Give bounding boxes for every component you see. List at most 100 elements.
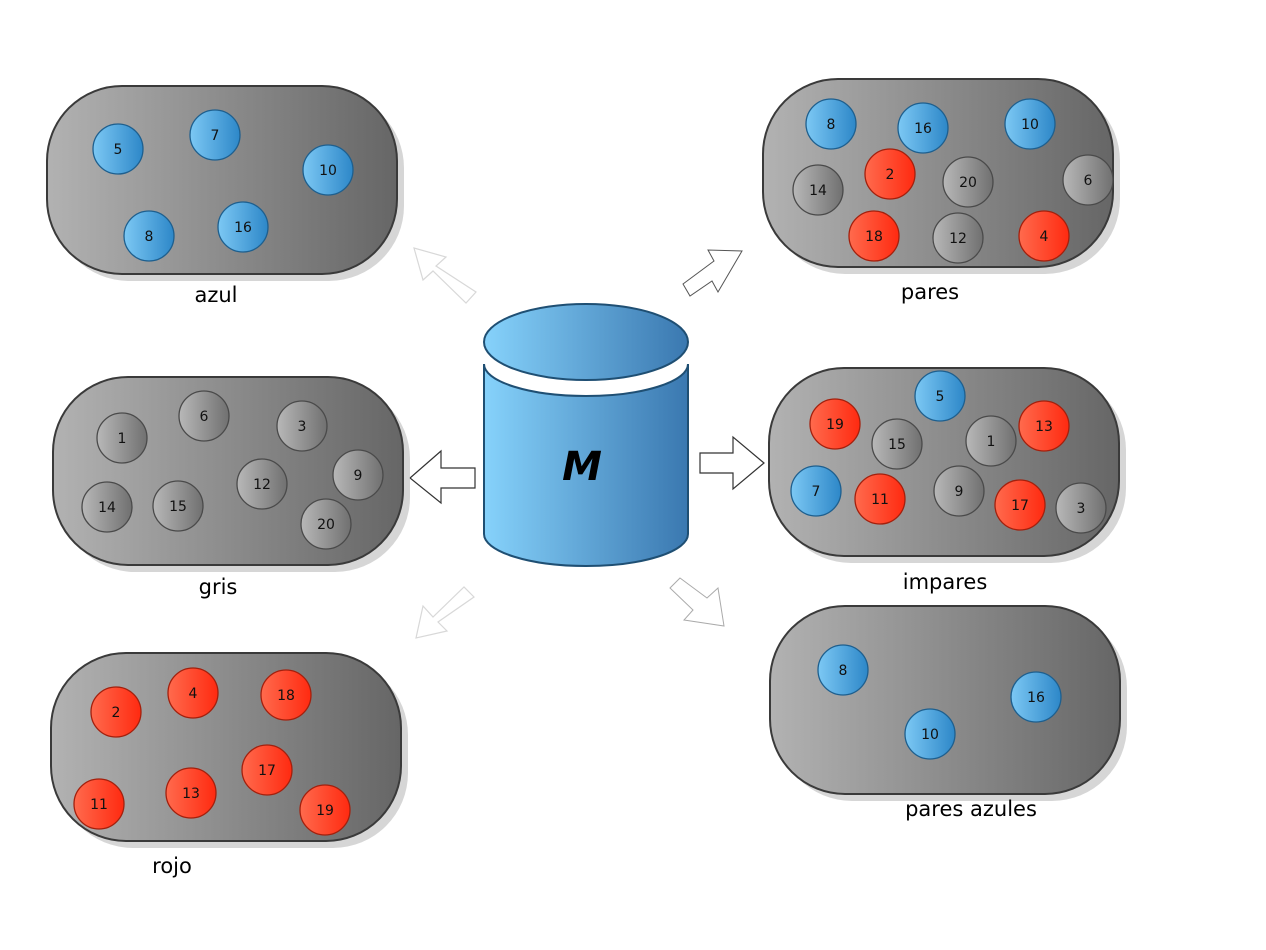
database-m: M bbox=[483, 303, 689, 567]
ball-number: 7 bbox=[812, 484, 821, 500]
ball-gray bbox=[933, 465, 985, 517]
ball-number: 19 bbox=[316, 803, 334, 819]
ball-number: 15 bbox=[169, 499, 187, 515]
ball-red bbox=[165, 767, 217, 819]
ball-red bbox=[854, 473, 906, 525]
ball-number: 7 bbox=[211, 128, 220, 144]
ball-number: 6 bbox=[200, 409, 209, 425]
ball-red bbox=[1018, 210, 1070, 262]
ball-number: 1 bbox=[987, 434, 996, 450]
set-azul: azul 5 7 10 8 16 bbox=[46, 85, 404, 307]
ball-number: 3 bbox=[1077, 501, 1086, 517]
ball-number: 2 bbox=[112, 705, 121, 721]
ball-blue bbox=[897, 102, 949, 154]
ball-number: 16 bbox=[914, 121, 932, 137]
ball-red bbox=[864, 148, 916, 200]
ball-blue bbox=[817, 644, 869, 696]
ball-number: 14 bbox=[98, 500, 116, 516]
set-label-pares: pares bbox=[901, 280, 959, 304]
ball-blue bbox=[123, 210, 175, 262]
ball-red bbox=[241, 744, 293, 796]
ball-number: 9 bbox=[354, 468, 363, 484]
ball-number: 12 bbox=[949, 231, 967, 247]
ball-blue bbox=[1010, 671, 1062, 723]
set-pares: pares 8 16 10 14 2 20 6 18 12 4 bbox=[762, 78, 1120, 304]
ball-number: 3 bbox=[298, 419, 307, 435]
set-label-azul: azul bbox=[194, 283, 237, 307]
ball-gray bbox=[792, 164, 844, 216]
arrow-to-impares-icon bbox=[699, 435, 765, 491]
set-label-rojo: rojo bbox=[152, 854, 192, 878]
ball-blue bbox=[189, 109, 241, 161]
ball-number: 15 bbox=[888, 437, 906, 453]
database-body bbox=[483, 363, 689, 567]
ball-gray bbox=[1055, 482, 1107, 534]
ball-number: 18 bbox=[865, 229, 883, 245]
ball-number: 8 bbox=[145, 229, 154, 245]
ball-number: 11 bbox=[90, 797, 108, 813]
ball-number: 4 bbox=[1040, 229, 1049, 245]
ball-number: 8 bbox=[839, 663, 848, 679]
ball-red bbox=[809, 398, 861, 450]
ball-number: 10 bbox=[921, 727, 939, 743]
ball-number: 9 bbox=[955, 484, 964, 500]
ball-red bbox=[167, 667, 219, 719]
ball-number: 1 bbox=[118, 431, 127, 447]
arrow-to-pares-azules-icon bbox=[669, 577, 725, 627]
ball-red bbox=[994, 479, 1046, 531]
ball-gray bbox=[81, 481, 133, 533]
ball-number: 16 bbox=[1027, 690, 1045, 706]
set-label-impares: impares bbox=[903, 570, 988, 594]
arrow-to-azul-icon bbox=[413, 247, 477, 304]
ball-number: 10 bbox=[1021, 117, 1039, 133]
ball-number: 13 bbox=[182, 786, 200, 802]
ball-blue bbox=[217, 201, 269, 253]
ball-number: 20 bbox=[317, 517, 335, 533]
ball-number: 4 bbox=[189, 686, 198, 702]
ball-number: 18 bbox=[277, 688, 295, 704]
ball-blue bbox=[92, 123, 144, 175]
ball-gray bbox=[965, 415, 1017, 467]
ball-number: 6 bbox=[1084, 173, 1093, 189]
ball-number: 2 bbox=[886, 167, 895, 183]
ball-red bbox=[848, 210, 900, 262]
ball-number: 17 bbox=[1011, 498, 1029, 514]
ball-gray bbox=[236, 458, 288, 510]
ball-gray bbox=[942, 156, 994, 208]
ball-red bbox=[73, 778, 125, 830]
ball-number: 8 bbox=[827, 117, 836, 133]
ball-number: 12 bbox=[253, 477, 271, 493]
ball-gray bbox=[276, 400, 328, 452]
ball-red bbox=[260, 669, 312, 721]
ball-number: 19 bbox=[826, 417, 844, 433]
database-label: M bbox=[562, 444, 602, 490]
ball-number: 14 bbox=[809, 183, 827, 199]
ball-red bbox=[90, 686, 142, 738]
ball-gray bbox=[871, 418, 923, 470]
ball-number: 5 bbox=[114, 142, 123, 158]
ball-blue bbox=[914, 370, 966, 422]
set-pares-azules: pares azules 8 16 10 bbox=[769, 605, 1127, 821]
ball-gray bbox=[178, 390, 230, 442]
ball-gray bbox=[1062, 154, 1114, 206]
ball-number: 10 bbox=[319, 163, 337, 179]
ball-blue bbox=[805, 98, 857, 150]
set-rojo: rojo 2 4 18 17 11 13 19 bbox=[50, 652, 408, 878]
ball-gray bbox=[932, 212, 984, 264]
set-label-pares-azules: pares azules bbox=[905, 797, 1037, 821]
arrow-to-rojo-icon bbox=[415, 586, 475, 639]
ball-number: 5 bbox=[936, 389, 945, 405]
arrows bbox=[409, 247, 765, 639]
ball-number: 11 bbox=[871, 492, 889, 508]
ball-number: 17 bbox=[258, 763, 276, 779]
ball-number: 16 bbox=[234, 220, 252, 236]
ball-blue bbox=[790, 465, 842, 517]
ball-number: 20 bbox=[959, 175, 977, 191]
ball-red bbox=[299, 784, 351, 836]
arrow-to-pares-icon bbox=[682, 249, 743, 297]
ball-gray bbox=[332, 449, 384, 501]
ball-blue bbox=[302, 144, 354, 196]
